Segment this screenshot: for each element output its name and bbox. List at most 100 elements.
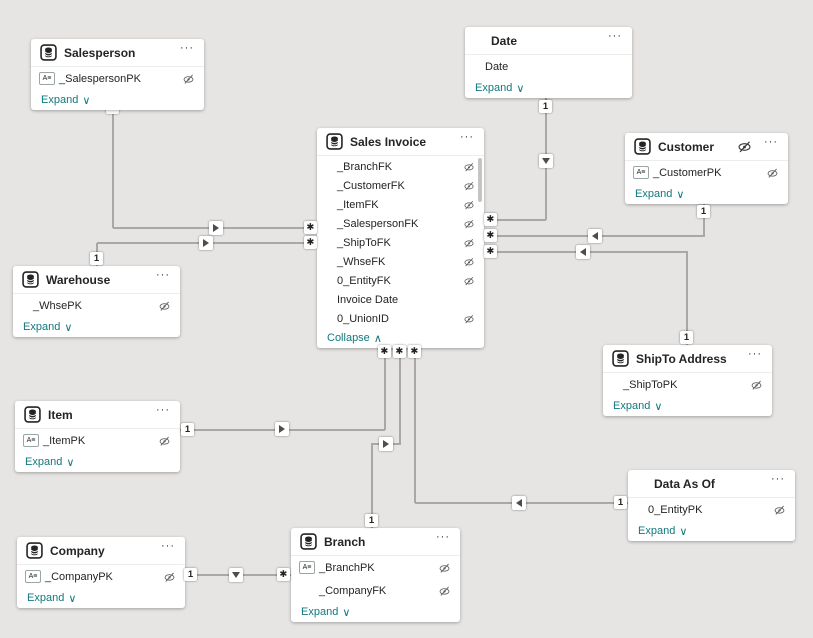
filter-arrow-left-icon[interactable] <box>588 229 602 243</box>
field-name[interactable]: _CustomerPK <box>653 166 722 179</box>
field-name[interactable]: _ShipToFK <box>337 236 391 249</box>
field-name[interactable]: 0_EntityFK <box>337 274 391 287</box>
hidden-eye-icon[interactable] <box>438 584 451 597</box>
field-row[interactable]: _CustomerFK <box>317 176 484 195</box>
hidden-eye-icon[interactable] <box>463 199 475 211</box>
more-options-button[interactable]: ··· <box>764 136 778 148</box>
table-card-company[interactable]: Company ··· A≡ _CompanyPK Expand ∨ <box>17 537 185 608</box>
hidden-eye-icon[interactable] <box>438 561 451 574</box>
table-header[interactable]: Date ··· <box>465 27 632 55</box>
field-row[interactable]: Date <box>465 55 632 78</box>
hidden-eye-icon[interactable] <box>463 256 475 268</box>
expand-toggle[interactable]: Expand ∨ <box>291 602 460 622</box>
more-options-button[interactable]: ··· <box>156 404 170 416</box>
filter-arrow-right-icon[interactable] <box>209 221 223 235</box>
field-name[interactable]: _ItemFK <box>337 198 379 211</box>
table-header[interactable]: Branch ··· <box>291 528 460 556</box>
expand-toggle[interactable]: Expand ∨ <box>13 317 180 337</box>
table-header[interactable]: Sales Invoice ··· <box>317 128 484 156</box>
filter-arrow-left-icon[interactable] <box>576 245 590 259</box>
more-options-button[interactable]: ··· <box>436 531 450 543</box>
cardinality-one-marker[interactable]: 1 <box>539 100 552 113</box>
field-name[interactable]: Invoice Date <box>337 293 399 306</box>
cardinality-one-marker[interactable]: 1 <box>680 331 693 344</box>
hidden-eye-icon[interactable] <box>463 313 475 325</box>
field-row[interactable]: _SalespersonFK <box>317 214 484 233</box>
relationship-line[interactable] <box>703 203 705 236</box>
cardinality-many-marker[interactable]: ✱ <box>484 229 497 242</box>
relationship-line[interactable] <box>371 444 373 528</box>
field-row[interactable]: _ShipToPK <box>603 373 772 396</box>
expand-toggle[interactable]: Expand ∨ <box>603 396 772 416</box>
field-name[interactable]: _CompanyFK <box>319 584 387 597</box>
filter-arrow-right-icon[interactable] <box>379 437 393 451</box>
hidden-eye-icon[interactable] <box>463 161 475 173</box>
more-options-button[interactable]: ··· <box>161 540 175 552</box>
field-name[interactable]: _BranchPK <box>319 561 375 574</box>
cardinality-one-marker[interactable]: 1 <box>697 205 710 218</box>
field-row[interactable]: Invoice Date <box>317 290 484 309</box>
field-name[interactable]: _BranchFK <box>337 160 393 173</box>
filter-arrow-left-icon[interactable] <box>512 496 526 510</box>
table-card-item[interactable]: Item ··· A≡ _ItemPK Expand ∨ <box>15 401 180 472</box>
relationship-line[interactable] <box>686 252 688 345</box>
field-row[interactable]: A≡ _BranchPK <box>291 556 460 579</box>
hidden-eye-icon[interactable] <box>463 275 475 287</box>
hidden-eye-icon[interactable] <box>750 378 763 391</box>
field-row[interactable]: 0_EntityPK <box>628 498 795 521</box>
expand-toggle[interactable]: Expand ∨ <box>31 90 204 110</box>
field-row[interactable]: _WhseFK <box>317 252 484 271</box>
relationship-line[interactable] <box>484 219 546 221</box>
table-card-sales-invoice[interactable]: Sales Invoice ··· _BranchFK _CustomerFK … <box>317 128 484 348</box>
table-card-date[interactable]: Date ··· Date Expand ∨ <box>465 27 632 98</box>
relationship-line[interactable] <box>399 352 401 444</box>
table-header[interactable]: Customer ··· <box>625 133 788 161</box>
field-name[interactable]: Date <box>485 60 509 73</box>
hidden-eye-icon[interactable] <box>158 434 171 447</box>
field-name[interactable]: 0_EntityPK <box>648 503 703 516</box>
hidden-eye-icon[interactable] <box>737 139 752 159</box>
field-row[interactable]: _BranchFK <box>317 157 484 176</box>
table-header[interactable]: Salesperson ··· <box>31 39 204 67</box>
cardinality-one-marker[interactable]: 1 <box>184 568 197 581</box>
expand-toggle[interactable]: Expand ∨ <box>17 588 185 608</box>
field-name[interactable]: _SalespersonPK <box>59 72 141 85</box>
cardinality-one-marker[interactable]: 1 <box>614 496 627 509</box>
table-card-customer[interactable]: Customer ··· A≡ _CustomerPK Expand ∨ <box>625 133 788 204</box>
table-header[interactable]: ShipTo Address ··· <box>603 345 772 373</box>
field-name[interactable]: _SalespersonFK <box>337 217 419 230</box>
field-name[interactable]: 0_UnionID <box>337 312 389 325</box>
field-name[interactable]: _WhsePK <box>33 299 82 312</box>
hidden-eye-icon[interactable] <box>163 570 176 583</box>
expand-toggle[interactable]: Expand ∨ <box>465 78 632 98</box>
table-scrollbar[interactable] <box>478 158 482 202</box>
filter-arrow-down-icon[interactable] <box>539 154 553 168</box>
field-name[interactable]: _CustomerFK <box>337 179 405 192</box>
cardinality-many-marker[interactable]: ✱ <box>277 568 290 581</box>
cardinality-many-marker[interactable]: ✱ <box>304 221 317 234</box>
cardinality-many-marker[interactable]: ✱ <box>484 245 497 258</box>
field-row[interactable]: _CompanyFK <box>291 579 460 602</box>
field-row[interactable]: _ShipToFK <box>317 233 484 252</box>
cardinality-one-marker[interactable]: 1 <box>90 252 103 265</box>
field-name[interactable]: _ShipToPK <box>623 378 678 391</box>
cardinality-one-marker[interactable]: 1 <box>181 423 194 436</box>
filter-arrow-right-icon[interactable] <box>199 236 213 250</box>
field-row[interactable]: _ItemFK <box>317 195 484 214</box>
table-card-branch[interactable]: Branch ··· A≡ _BranchPK _CompanyFK Expan… <box>291 528 460 622</box>
field-name[interactable]: _ItemPK <box>43 434 86 447</box>
cardinality-one-marker[interactable]: 1 <box>365 514 378 527</box>
table-header[interactable]: Warehouse ··· <box>13 266 180 294</box>
table-card-shipto-address[interactable]: ShipTo Address ··· _ShipToPK Expand ∨ <box>603 345 772 416</box>
hidden-eye-icon[interactable] <box>773 503 786 516</box>
table-card-salesperson[interactable]: Salesperson ··· A≡ _SalespersonPK Expand… <box>31 39 204 110</box>
field-row[interactable]: A≡ _CompanyPK <box>17 565 185 588</box>
hidden-eye-icon[interactable] <box>463 237 475 249</box>
field-row[interactable]: 0_UnionID <box>317 309 484 328</box>
field-name[interactable]: _WhseFK <box>337 255 386 268</box>
expand-toggle[interactable]: Expand ∨ <box>15 452 180 472</box>
cardinality-many-marker[interactable]: ✱ <box>393 345 406 358</box>
relationship-line[interactable] <box>384 352 386 430</box>
cardinality-many-marker[interactable]: ✱ <box>378 345 391 358</box>
field-row[interactable]: A≡ _CustomerPK <box>625 161 788 184</box>
